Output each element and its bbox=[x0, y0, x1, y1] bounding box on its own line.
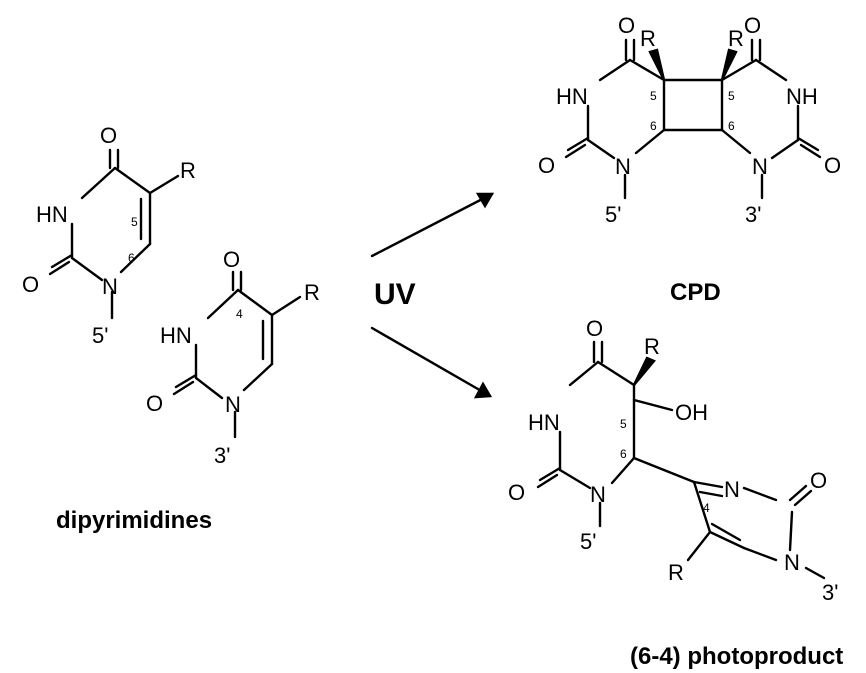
dipyrimidines-caption: dipyrimidines bbox=[56, 507, 212, 534]
cpd-left-r: R bbox=[640, 26, 656, 51]
photoproduct-caption: (6-4) photoproduct bbox=[630, 643, 843, 670]
photoproduct-structure bbox=[536, 340, 826, 580]
lower-three-prime: 3' bbox=[214, 443, 230, 468]
pp-pos4: 4 bbox=[703, 501, 710, 515]
lower-carbonyl-oxygen: O bbox=[223, 247, 240, 272]
uv-label: UV bbox=[374, 278, 416, 311]
pp-ring2-oxygen: O bbox=[810, 468, 827, 493]
pp-three-prime: 3' bbox=[822, 580, 838, 605]
lower-pos4: 4 bbox=[236, 307, 243, 321]
pp-five-prime: 5' bbox=[580, 529, 596, 554]
upper-left-oxygen: O bbox=[22, 272, 39, 297]
pp-pos6: 6 bbox=[620, 447, 627, 461]
pp-n1-label: N bbox=[590, 482, 606, 507]
pp-ring2-n1-label: N bbox=[784, 550, 800, 575]
upper-n1-label: N bbox=[102, 274, 118, 299]
cpd-nh-label: NH bbox=[786, 84, 818, 109]
lower-r-label: R bbox=[304, 280, 320, 305]
cpd-hn-label: HN bbox=[556, 84, 588, 109]
cpd-left-oxygen: O bbox=[618, 13, 635, 38]
pp-hn-label: HN bbox=[528, 410, 560, 435]
cpd-right-pos5: 5 bbox=[728, 89, 735, 103]
cpd-left-pos5: 5 bbox=[650, 89, 657, 103]
cpd-right-oxygen: O bbox=[744, 13, 761, 38]
cpd-right-n: N bbox=[752, 154, 768, 179]
upper-carbonyl-oxygen: O bbox=[100, 123, 117, 148]
upper-pos5: 5 bbox=[131, 215, 138, 229]
uv-arrows bbox=[370, 192, 495, 399]
lower-hn-label: HN bbox=[160, 323, 192, 348]
pp-ring2-n-label: N bbox=[724, 477, 740, 502]
upper-pos6: 6 bbox=[128, 251, 135, 265]
cpd-five-prime: 5' bbox=[605, 202, 621, 227]
lower-left-oxygen: O bbox=[146, 391, 163, 416]
pp-r-label: R bbox=[644, 334, 660, 359]
pp-carbonyl-oxygen: O bbox=[586, 316, 603, 341]
cpd-right-r: R bbox=[728, 26, 744, 51]
upper-r-label: R bbox=[180, 158, 196, 183]
pp-ring2-r-label: R bbox=[668, 560, 684, 585]
lower-pyrimidine bbox=[172, 270, 302, 439]
pp-pos5: 5 bbox=[620, 417, 627, 431]
pp-oh-label: OH bbox=[675, 400, 708, 425]
cpd-left-lower-oxygen: O bbox=[538, 153, 555, 178]
cpd-right-pos6: 6 bbox=[728, 119, 735, 133]
cpd-caption: CPD bbox=[670, 279, 721, 306]
upper-five-prime: 5' bbox=[92, 323, 108, 348]
lower-n1-label: N bbox=[225, 392, 241, 417]
cpd-left-pos6: 6 bbox=[650, 119, 657, 133]
upper-pyrimidine bbox=[48, 148, 180, 320]
cpd-left-n: N bbox=[615, 154, 631, 179]
upper-hn-label: HN bbox=[36, 202, 68, 227]
pp-lower-oxygen: O bbox=[508, 480, 525, 505]
cpd-right-lower-oxygen: O bbox=[824, 153, 841, 178]
cpd-structure bbox=[564, 38, 822, 200]
cpd-three-prime: 3' bbox=[745, 202, 761, 227]
